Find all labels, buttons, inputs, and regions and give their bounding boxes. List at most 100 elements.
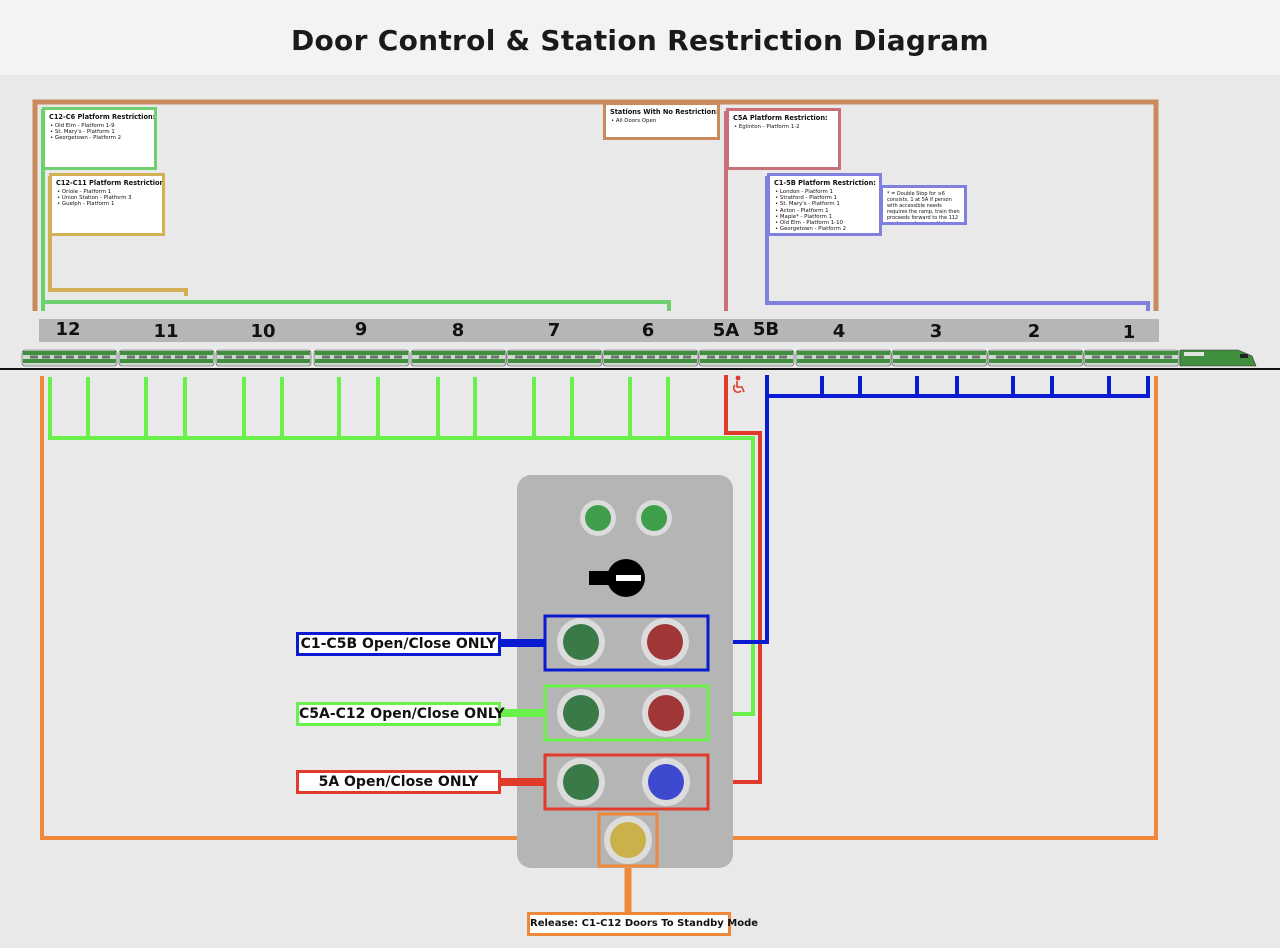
train-car-roof [989,351,1082,355]
train-window [102,355,110,359]
train-window [779,355,787,359]
car-number-9: 9 [354,319,368,340]
train-window [419,355,427,359]
train-window [139,355,147,359]
c1-5b-bracket [765,176,1150,311]
train-window [876,355,884,359]
c12-c11-restriction-note: C12-C11 Platform Restriction: • Oriole -… [49,173,165,236]
train-window [587,355,595,359]
train-car-stripe [989,359,1082,363]
c5a-c12-open-button[interactable] [557,689,605,737]
car-number-6: 6 [641,320,655,341]
car-number-8: 8 [451,320,465,341]
car-number-5b: 5B [752,319,780,340]
no-restriction-bracket [32,99,1159,311]
train-window [248,355,256,359]
train-window [912,355,920,359]
car-number-11: 11 [153,321,179,342]
car-number-3: 3 [929,321,943,342]
train-window [996,355,1004,359]
train-window [707,355,715,359]
train-window [66,355,74,359]
train-window [527,355,535,359]
c5a-c12-door-circuit [48,377,755,716]
train-window [346,355,354,359]
double-stop-footnote: * = Double Stop for ≥6 consists, 1 at 5A… [880,185,967,225]
car-number-1: 1 [1122,322,1136,343]
train-window [224,355,232,359]
train-window [296,355,304,359]
train-window [322,355,330,359]
c5a-door-circuit [709,375,762,784]
c1-5b-note-item: • Georgetown - Platform 2 [775,226,847,233]
c1-5b-note-item: • St. Mary's - Platform 1 [775,201,840,208]
page-title: Door Control & Station Restriction Diagr… [290,24,990,57]
train-window [272,355,280,359]
c1-c5b-close-button[interactable] [641,618,689,666]
no-restriction-note-title: Stations With No Restriction: [610,108,719,116]
train-window [719,355,727,359]
c1-c5b-open-button[interactable] [557,618,605,666]
car-number-10: 10 [250,321,276,342]
train-car-stripe [700,359,793,363]
train-window [623,355,631,359]
train-car-roof [700,351,793,355]
train-car-roof [508,351,601,355]
train-window [900,355,908,359]
c1-5b-note-item: • Maple* - Platform 1 [775,213,833,220]
train-window [804,355,812,359]
train-window [1008,355,1016,359]
train-window [78,355,86,359]
train-window [840,355,848,359]
wheelchair-icon [732,375,745,394]
c1-c5b-control-label: C1-C5B Open/Close ONLY [296,632,501,656]
train-window [1140,355,1148,359]
c5a-c12-control-label: C5A-C12 Open/Close ONLY [296,702,505,726]
c5a-restriction-note: C5A Platform Restriction: • Eglinton - P… [726,108,841,170]
train-window [1044,355,1052,359]
c12-c11-note-item: • Oriole - Platform 1 [57,189,112,195]
train-window [611,355,619,359]
train-window [187,355,195,359]
c12-c6-note-item: • Georgetown - Platform 2 [50,135,122,142]
release-button[interactable] [604,816,652,864]
no-restriction-note-item: • All Doors Open [611,118,657,124]
release-circuit-right [656,376,1158,840]
train-window [431,355,439,359]
train-car-stripe [315,359,408,363]
train-window [671,355,679,359]
c1-c5b-door-circuit [709,375,1150,644]
train-window [635,355,643,359]
train-window [284,355,292,359]
release-circuit [40,376,600,840]
train-car-roof [1085,351,1178,355]
train-window [334,355,342,359]
car-number-strip [39,319,1159,342]
train-window [163,355,171,359]
c12-c6-note-item: • Old Elm - Platform 1-9 [50,123,115,129]
train-window [30,355,38,359]
train-window [551,355,559,359]
train-window [260,355,268,359]
c5a-open-button[interactable] [557,758,605,806]
train-window [394,355,402,359]
car-number-4: 4 [832,321,846,342]
key-switch-icon[interactable] [589,559,645,597]
c1-5b-note-item: • London - Platform 1 [775,189,833,195]
car-number-2: 2 [1027,321,1041,342]
train-car-roof [412,351,505,355]
c5a-control-label: 5A Open/Close ONLY [296,770,501,794]
train-car-stripe [120,359,213,363]
train-window [515,355,523,359]
car-number-7: 7 [547,320,561,341]
c5a-c12-close-button[interactable] [642,689,690,737]
train-window [467,355,475,359]
train-window [1068,355,1076,359]
train-car-stripe [23,359,116,363]
train-window [1104,355,1112,359]
c5a-close-button[interactable] [642,758,690,806]
train-window [443,355,451,359]
train-car-stripe [508,359,601,363]
train-window [1092,355,1100,359]
train-window [659,355,667,359]
